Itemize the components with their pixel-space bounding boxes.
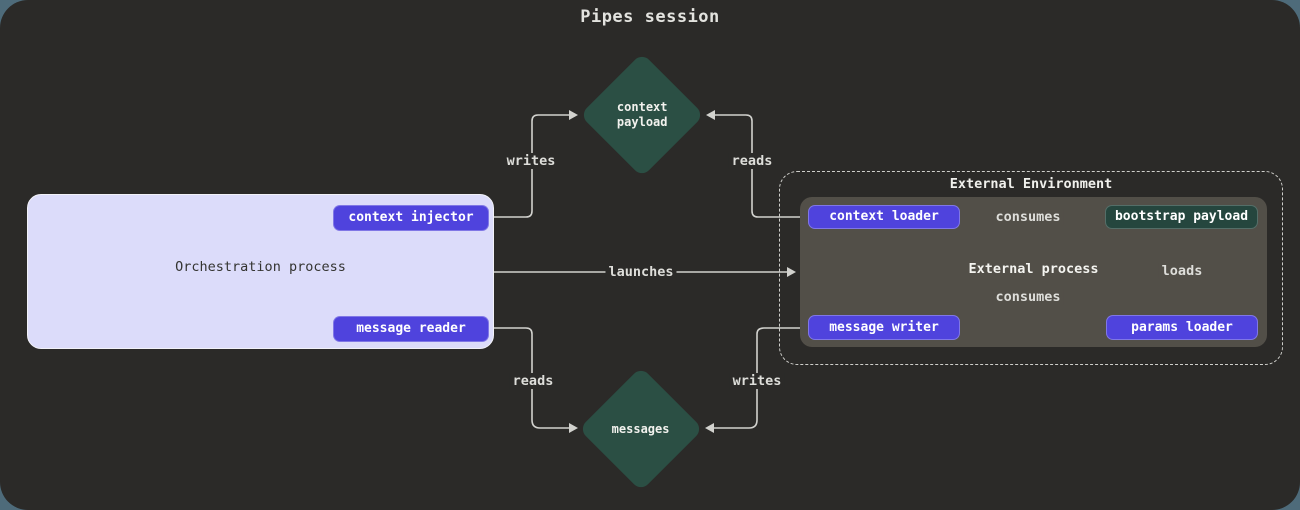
messages-store: messages <box>578 366 704 492</box>
diagram-title: Pipes session <box>580 7 720 27</box>
context-loader-node: context loader <box>808 205 960 229</box>
context-payload-label: context payload <box>616 99 668 129</box>
params-loader-node: params loader <box>1106 315 1258 340</box>
edge-label-reads-top: reads <box>728 153 776 169</box>
edge-label-writes-bottom: writes <box>729 373 785 389</box>
external-environment-box: External Environment <box>779 171 1283 365</box>
edge-label-loads: loads <box>1158 263 1206 279</box>
context-injector-node: context injector <box>333 205 489 231</box>
edge-label-writes-top: writes <box>503 153 559 169</box>
edge-label-consumes-bottom: consumes <box>992 289 1064 305</box>
edge-label-reads-bottom: reads <box>509 373 557 389</box>
context-payload-store: context payload <box>579 52 705 178</box>
external-environment-label: External Environment <box>949 176 1113 192</box>
orchestration-process-box: Orchestration process context injector m… <box>27 194 494 349</box>
messages-label: messages <box>612 421 670 436</box>
orchestration-process-label: Orchestration process <box>175 259 346 275</box>
bootstrap-payload-node: bootstrap payload <box>1105 205 1258 229</box>
external-process-label: External process <box>968 261 1099 277</box>
message-reader-node: message reader <box>333 316 489 342</box>
edge-label-launches: launches <box>605 264 677 280</box>
edge-label-consumes-top: consumes <box>992 209 1064 225</box>
message-writer-node: message writer <box>808 315 960 340</box>
